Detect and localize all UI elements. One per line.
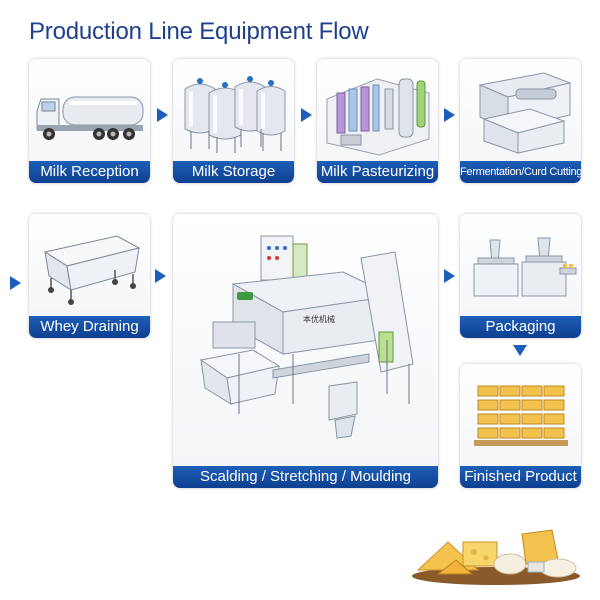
arrow-right-icon — [10, 276, 21, 290]
step-whey-draining: Whey Draining — [29, 214, 150, 338]
milk-tanker-truck-icon — [29, 59, 150, 161]
step-scalding-stretching-moulding: 本优机械 Scalding / Stretching / Moulding — [173, 214, 438, 488]
page-title: Production Line Equipment Flow — [29, 18, 369, 45]
step-label: Finished Product — [460, 466, 581, 488]
step-finished-product: Finished Product — [460, 364, 581, 488]
cheese-pallet-icon — [460, 364, 581, 466]
step-milk-reception: Milk Reception — [29, 59, 150, 183]
step-milk-pasteurizing: Milk Pasteurizing — [317, 59, 438, 183]
arrow-right-icon — [157, 108, 168, 122]
step-fermentation-curd-cutting: Fermentation/Curd Cutting — [460, 59, 581, 183]
step-packaging: Packaging — [460, 214, 581, 338]
step-label: Milk Storage — [173, 161, 294, 183]
step-label: Fermentation/Curd Cutting — [460, 161, 581, 183]
step-label: Whey Draining — [29, 316, 150, 338]
storage-tanks-icon — [173, 59, 294, 161]
draining-cart-icon — [29, 214, 150, 316]
arrow-right-icon — [301, 108, 312, 122]
arrow-down-icon — [513, 345, 527, 356]
stretching-machine-icon: 本优机械 — [173, 214, 438, 466]
arrow-right-icon — [444, 269, 455, 283]
packaging-machine-icon — [460, 214, 581, 316]
curd-vat-icon — [460, 59, 581, 161]
arrow-right-icon — [444, 108, 455, 122]
machine-brand-text: 本优机械 — [303, 314, 335, 324]
pasteurizer-icon — [317, 59, 438, 161]
step-label: Milk Reception — [29, 161, 150, 183]
step-label: Milk Pasteurizing — [317, 161, 438, 183]
step-label: Scalding / Stretching / Moulding — [173, 466, 438, 488]
arrow-right-icon — [155, 269, 166, 283]
cheese-assortment-image — [408, 512, 583, 590]
step-label: Packaging — [460, 316, 581, 338]
step-milk-storage: Milk Storage — [173, 59, 294, 183]
